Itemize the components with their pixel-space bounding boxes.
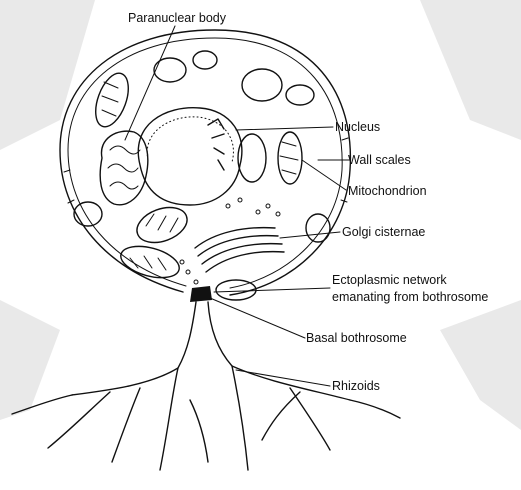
nucleus bbox=[138, 108, 242, 205]
label-nucleus: Nucleus bbox=[335, 120, 380, 134]
leader-bothrosome bbox=[210, 298, 305, 338]
label-rhizoids: Rhizoids bbox=[332, 379, 380, 393]
basal-bothrosome bbox=[190, 286, 212, 302]
leader-nucleus bbox=[236, 127, 333, 130]
label-wall-scales: Wall scales bbox=[348, 153, 411, 167]
label-basal-bothrosome: Basal bothrosome bbox=[306, 331, 407, 345]
leader-golgi bbox=[280, 232, 340, 238]
wall-scales bbox=[64, 138, 350, 203]
label-ectoplasmic-network-2: emanating from bothrosome bbox=[332, 290, 488, 304]
vacuoles bbox=[74, 51, 330, 242]
leader-ectoplasmic bbox=[214, 288, 330, 292]
label-golgi-cisternae: Golgi cisternae bbox=[342, 225, 425, 239]
label-paranuclear-body: Paranuclear body bbox=[128, 11, 227, 25]
label-mitochondrion: Mitochondrion bbox=[348, 184, 427, 198]
label-ectoplasmic-network: Ectoplasmic network bbox=[332, 273, 447, 287]
mitochondria bbox=[89, 69, 302, 300]
golgi-cisternae bbox=[180, 198, 284, 284]
leader-mitochondrion bbox=[302, 160, 346, 190]
watermark bbox=[0, 0, 521, 430]
cell-wall bbox=[60, 30, 350, 295]
